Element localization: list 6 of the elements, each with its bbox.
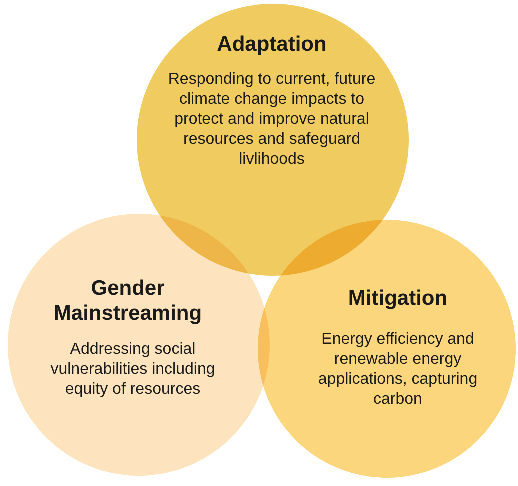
- circle-description: Responding to current, future climate change impacts to protect and improve natural resources and safeguard livlihoods: [167, 70, 377, 170]
- circle-description: Energy efficiency and renewable energy applications, capturing carbon: [317, 330, 479, 410]
- circle-title: Gender Mainstreaming: [52, 276, 204, 326]
- circle-description: Addressing social vulnerabilities including equity of resources: [50, 340, 216, 400]
- circle-title: Mitigation: [347, 286, 449, 311]
- circle-title: Adaptation: [216, 32, 328, 57]
